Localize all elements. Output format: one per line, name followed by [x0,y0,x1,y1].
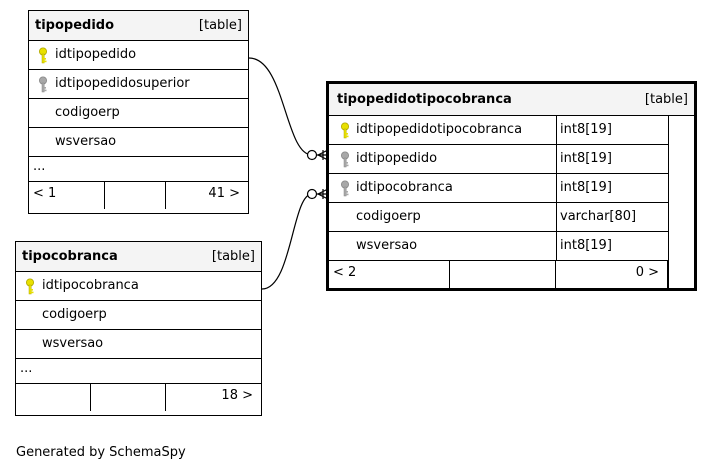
children-count: 18 > [221,388,253,403]
primary-key-icon [26,278,34,295]
ellipsis-text: ... [33,159,46,174]
parents-count-cell[interactable]: < 2 [329,261,450,288]
table-footer: < 1 41 > [29,182,248,209]
children-count: 0 > [635,265,659,280]
footer-middle-cell [91,384,166,411]
column-row[interactable]: idtipocobranca int8[19] [329,174,668,203]
column-type: int8[19] [556,116,668,144]
table-name: tipopedidotipocobranca [337,92,512,107]
children-count-cell[interactable]: 0 > [556,261,668,288]
primary-key-icon [341,122,349,139]
column-row[interactable]: idtipopedido [29,41,248,70]
column-row[interactable]: idtipopedidotipocobranca int8[19] [329,116,668,145]
primary-key-icon [39,47,47,64]
relationship-tipopedido-optional-marker [306,149,318,161]
table-type-tag: [table] [198,18,242,33]
table-tipopedido[interactable]: tipopedido [table] idtipopedido idtipope… [28,10,249,214]
footer-middle-cell [450,261,556,288]
children-count-cell[interactable]: 41 > [166,182,248,209]
parents-count-cell[interactable] [16,384,91,411]
column-row[interactable]: idtipocobranca [16,272,261,301]
foreign-key-icon [39,76,47,93]
footer-middle-cell [105,182,166,209]
column-name: wsversao [356,238,418,253]
column-name: wsversao [42,336,104,351]
column-type: int8[19] [556,145,668,173]
column-name: wsversao [55,134,117,149]
column-row[interactable]: wsversao [29,128,248,157]
relationship-tipocobranca-optional-marker [306,188,318,200]
column-type: int8[19] [556,232,668,260]
table-footer: < 2 0 > [329,261,668,288]
foreign-key-icon [341,151,349,168]
column-row[interactable]: wsversao [16,330,261,359]
table-header: tipocobranca [table] [16,242,261,272]
table-footer: 18 > [16,384,261,411]
table-tipocobranca[interactable]: tipocobranca [table] idtipocobranca codi… [15,241,262,416]
column-row[interactable]: idtipopedido int8[19] [329,145,668,174]
parents-count: < 2 [333,265,357,280]
column-row[interactable]: codigoerp varchar[80] [329,203,668,232]
parents-count: < 1 [33,186,57,201]
table-type-tag: [table] [211,249,255,264]
column-name: codigoerp [55,105,120,120]
column-name: codigoerp [356,209,421,224]
relationship-tipopedido-line [248,57,328,156]
column-name: codigoerp [42,307,107,322]
foreign-key-icon [341,180,349,197]
more-columns-ellipsis: ... [29,157,248,182]
parents-count-cell[interactable]: < 1 [29,182,105,209]
ellipsis-text: ... [20,361,33,376]
column-row[interactable]: codigoerp [16,301,261,330]
table-header: tipopedido [table] [29,11,248,41]
generated-by-footer: Generated by SchemaSpy [16,445,186,460]
column-name: idtipopedidotipocobranca [356,122,523,137]
column-row[interactable]: idtipopedidosuperior [29,70,248,99]
column-name: idtipopedido [55,47,137,62]
table-name: tipopedido [35,18,115,33]
relationship-tipocobranca-line [261,193,328,290]
column-name: idtipopedido [356,151,438,166]
column-name: idtipocobranca [356,180,453,195]
column-row[interactable]: codigoerp [29,99,248,128]
table-tipopedidotipocobranca[interactable]: tipopedidotipocobranca [table] idtipoped… [326,81,697,291]
column-list: idtipopedidotipocobranca int8[19] idtipo… [329,116,668,288]
column-name: idtipopedidosuperior [55,76,190,91]
column-row[interactable]: wsversao int8[19] [329,232,668,261]
column-name: idtipocobranca [42,278,139,293]
column-type: varchar[80] [556,203,668,231]
children-count: 41 > [208,186,240,201]
column-type: int8[19] [556,174,668,202]
more-columns-ellipsis: ... [16,359,261,384]
table-type-tag: [table] [644,92,688,107]
table-name: tipocobranca [22,249,118,264]
children-count-cell[interactable]: 18 > [166,384,261,411]
table-header: tipopedidotipocobranca [table] [329,84,694,116]
column-divider [668,116,669,289]
